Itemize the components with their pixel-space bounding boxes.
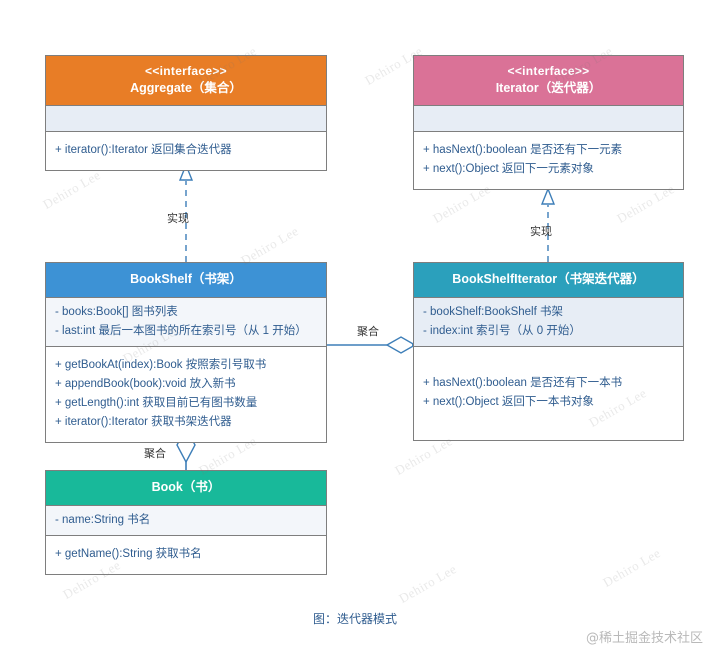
class-header-aggregate: <<interface>> Aggregate（集合） xyxy=(46,56,326,105)
method-row: + hasNext():boolean 是否还有下一本书 xyxy=(423,377,623,389)
methods-compartment-book: + getName():String 获取书名 xyxy=(46,535,326,574)
class-name-label: Book（书） xyxy=(151,480,221,494)
method-row: + iterator():Iterator 返回集合迭代器 xyxy=(55,144,232,156)
methods-compartment-iterator: + hasNext():boolean 是否还有下一元素 + next():Ob… xyxy=(414,131,683,189)
attribute-row: - name:String 书名 xyxy=(55,514,151,526)
attributes-compartment-book: - name:String 书名 xyxy=(46,505,326,535)
attributes-compartment-bookshelfiterator: - bookShelf:BookShelf 书架 - index:int 索引号… xyxy=(414,297,683,346)
method-row: + iterator():Iterator 获取书架迭代器 xyxy=(55,416,232,428)
relation-label-aggregation-book: 聚合 xyxy=(144,448,166,460)
attributes-compartment-bookshelf: - books:Book[] 图书列表 - last:int 最后一本图书的所在… xyxy=(46,297,326,346)
class-name-label: BookShelfIterator（书架迭代器） xyxy=(452,272,645,286)
method-row: + getBookAt(index):Book 按照索引号取书 xyxy=(55,359,267,371)
attributes-compartment-aggregate xyxy=(46,105,326,131)
brand-watermark: @稀土掘金技术社区 xyxy=(585,631,703,646)
methods-compartment-aggregate: + iterator():Iterator 返回集合迭代器 xyxy=(46,131,326,170)
diagram-caption: 图：迭代器模式 xyxy=(313,612,398,626)
method-row: + appendBook(book):void 放入新书 xyxy=(55,378,236,390)
stereotype-label: <<interface>> xyxy=(145,64,227,78)
method-row: + next():Object 返回下一元素对象 xyxy=(423,163,594,175)
attribute-row: - bookShelf:BookShelf 书架 xyxy=(423,306,563,318)
class-box-book[interactable]: Book（书） - name:String 书名 + getName():Str… xyxy=(45,470,327,575)
stereotype-label: <<interface>> xyxy=(507,64,590,78)
attributes-compartment-iterator xyxy=(414,105,683,131)
class-name-label: Aggregate（集合） xyxy=(130,81,242,95)
class-box-bookshelfiterator[interactable]: BookShelfIterator（书架迭代器） - bookShelf:Boo… xyxy=(413,262,684,441)
method-row: + getName():String 获取书名 xyxy=(55,548,202,560)
relation-label-implements-aggregate: 实现 xyxy=(167,213,189,225)
class-box-bookshelf[interactable]: BookShelf（书架） - books:Book[] 图书列表 - last… xyxy=(45,262,327,443)
methods-compartment-bookshelf: + getBookAt(index):Book 按照索引号取书 + append… xyxy=(46,346,326,442)
class-name-label: Iterator（迭代器） xyxy=(495,81,602,95)
class-box-iterator[interactable]: <<interface>> Iterator（迭代器） + hasNext():… xyxy=(413,55,684,190)
class-header-bookshelfiterator: BookShelfIterator（书架迭代器） xyxy=(414,263,683,297)
relation-label-aggregation-iterator: 聚合 xyxy=(357,326,379,338)
class-header-bookshelf: BookShelf（书架） xyxy=(46,263,326,297)
attribute-row: - books:Book[] 图书列表 xyxy=(55,306,178,318)
connector-bookshelf-aggregates-bookshelfiterator xyxy=(327,336,417,354)
method-row: + hasNext():boolean 是否还有下一元素 xyxy=(423,144,623,156)
attribute-row: - index:int 索引号（从 0 开始） xyxy=(423,325,581,337)
methods-compartment-bookshelfiterator: + hasNext():boolean 是否还有下一本书 + next():Ob… xyxy=(414,346,683,440)
attribute-row: - last:int 最后一本图书的所在索引号（从 1 开始） xyxy=(55,325,307,337)
relation-label-implements-iterator: 实现 xyxy=(530,226,552,238)
connector-bookshelf-implements-aggregate xyxy=(178,163,194,262)
class-box-aggregate[interactable]: <<interface>> Aggregate（集合） + iterator()… xyxy=(45,55,327,171)
method-row: + getLength():int 获取目前已有图书数量 xyxy=(55,397,258,409)
class-header-iterator: <<interface>> Iterator（迭代器） xyxy=(414,56,683,105)
class-name-label: BookShelf（书架） xyxy=(130,272,242,286)
connector-bookshelfiterator-implements-iterator xyxy=(540,187,556,262)
class-header-book: Book（书） xyxy=(46,471,326,505)
method-row: + next():Object 返回下一本书对象 xyxy=(423,396,594,408)
